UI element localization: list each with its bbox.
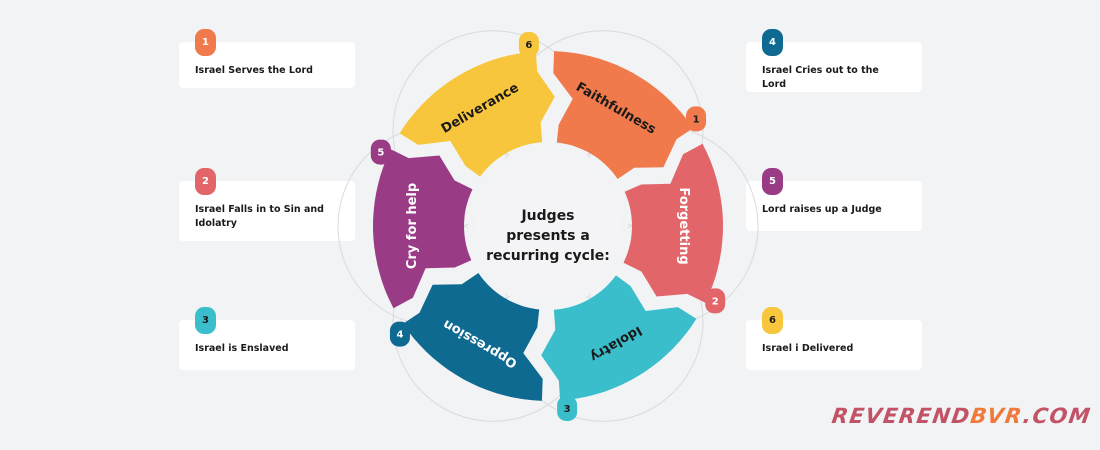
step-text-5: Lord raises up a Judge bbox=[762, 204, 882, 215]
segment-badge-number: 1 bbox=[693, 114, 700, 125]
cycle-segments: FaithfulnessForgettingIdolatryOppression… bbox=[373, 51, 723, 401]
segment-faithfulness bbox=[553, 51, 694, 179]
segment-oppression bbox=[402, 273, 543, 401]
step-text-1: Israel Serves the Lord bbox=[195, 65, 313, 76]
segment-badge-number: 5 bbox=[377, 148, 384, 159]
segment-label: Cry for help bbox=[405, 183, 420, 269]
step-badge-2: 2 bbox=[195, 168, 216, 195]
step-badge-6: 6 bbox=[762, 307, 783, 334]
segment-badge bbox=[705, 288, 726, 314]
step-badge-1: 1 bbox=[195, 29, 216, 56]
segment-badge bbox=[518, 32, 539, 58]
center-circle-inner bbox=[476, 154, 620, 298]
segment-badge bbox=[557, 395, 578, 421]
center-title-line-2: presents a bbox=[506, 228, 590, 244]
segment-badge-number: 3 bbox=[564, 404, 571, 415]
segment-idolatry bbox=[541, 275, 697, 401]
segment-badges: 1 2 3 4 5 6 bbox=[370, 32, 726, 421]
segment-badge-number: 2 bbox=[712, 296, 719, 307]
step-card-5: 5 Lord raises up a Judge bbox=[746, 168, 922, 231]
segment-badge bbox=[370, 139, 391, 165]
site-logo: REVERENDBVR.COM bbox=[830, 404, 1093, 428]
step-text-3: Israel is Enslaved bbox=[195, 343, 289, 354]
step-badge-4: 4 bbox=[762, 29, 783, 56]
segment-deliverance bbox=[399, 51, 555, 177]
logo-part-2: BVR bbox=[968, 404, 1025, 428]
segment-badge-number: 4 bbox=[396, 330, 403, 341]
step-text-6: Israel i Delivered bbox=[762, 343, 854, 354]
segment-badge bbox=[389, 321, 410, 347]
segment-label: Forgetting bbox=[676, 187, 691, 264]
step-badge-3: 3 bbox=[195, 307, 216, 334]
step-card-3: 3 Israel is Enslaved bbox=[179, 307, 355, 370]
step-text-2: Israel Falls in to Sin and Idolatry bbox=[195, 204, 324, 229]
step-card-1: 1 Israel Serves the Lord bbox=[179, 29, 355, 88]
step-card-2: 2 Israel Falls in to Sin and Idolatry bbox=[179, 168, 355, 241]
segment-badge bbox=[686, 106, 707, 132]
step-card-6: 6 Israel i Delivered bbox=[746, 307, 922, 370]
segment-badge-number: 6 bbox=[525, 40, 532, 51]
segment-cry-for-help bbox=[373, 149, 473, 309]
segment-forgetting bbox=[623, 143, 723, 303]
step-text-4: Israel Cries out to the Lord bbox=[762, 65, 879, 90]
center-title-line-1: Judges bbox=[520, 208, 574, 224]
logo-part-3: .COM bbox=[1021, 404, 1093, 428]
logo-part-1: REVEREND bbox=[830, 404, 973, 428]
center-title-line-3: recurring cycle: bbox=[486, 248, 610, 264]
step-card-4: 4 Israel Cries out to the Lord bbox=[746, 29, 922, 92]
step-badge-5: 5 bbox=[762, 168, 783, 195]
